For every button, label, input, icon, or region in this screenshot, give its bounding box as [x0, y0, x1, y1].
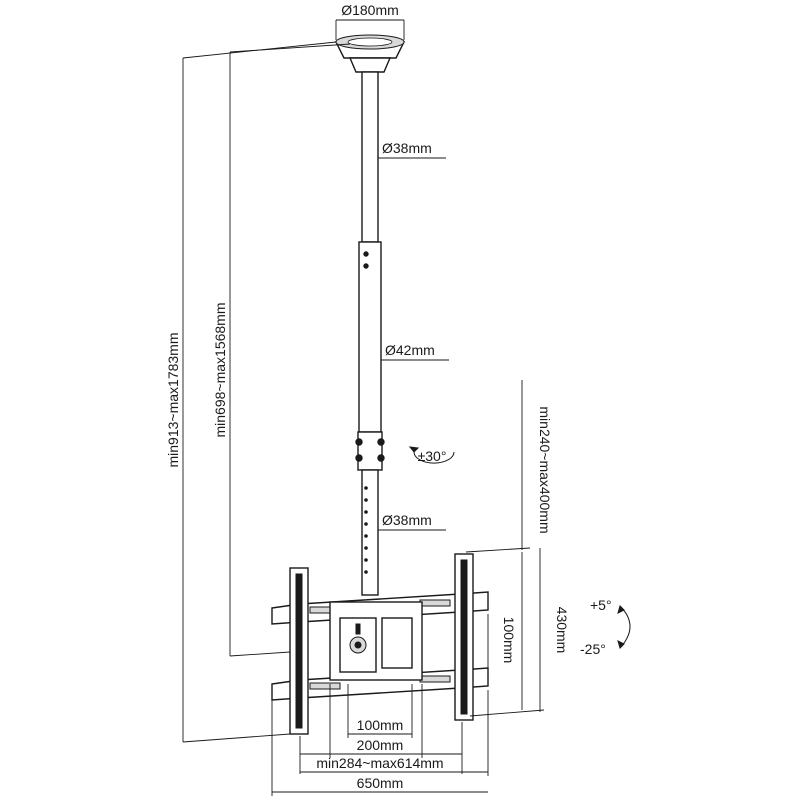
arm-width-range-label: min284~max614mm	[316, 755, 443, 771]
bracket-total-height-bottom-ext	[469, 709, 545, 717]
pole-height-bottom-ext	[229, 651, 291, 657]
vertical-hole-spacing-label: 100mm	[501, 617, 517, 664]
tilt-arrow-icon	[619, 605, 631, 649]
bracket-total-height-label: 430mm	[554, 607, 570, 654]
swivel-joint	[355, 431, 385, 471]
middle-pole-diameter-label: Ø42mm	[385, 342, 435, 358]
ceiling-plate-diameter-label: Ø180mm	[341, 2, 399, 18]
overall-height-label: min913~max1783mm	[165, 332, 181, 467]
plate-horizontal-spacing-label: 100mm	[357, 717, 404, 733]
ceiling-plate	[334, 34, 406, 73]
tilt-arrowhead-down-icon	[617, 640, 625, 649]
upper-pole	[361, 71, 379, 243]
lower-pole-holes	[364, 486, 368, 574]
tilt-arrowhead-up-icon	[617, 605, 625, 614]
plate-width-label: 200mm	[357, 737, 404, 753]
pole-height-top-ext	[229, 43, 351, 53]
overall-height-bottom-ext	[182, 733, 291, 743]
swivel-arrowhead-icon	[408, 446, 420, 453]
tilt-up-label: +5°	[590, 597, 612, 613]
tilt-down-label: -25°	[580, 641, 606, 657]
bracket-range-bottom-ext	[465, 547, 531, 553]
pole-hole-1	[363, 251, 369, 257]
swivel-angle-label: ±30°	[418, 448, 447, 464]
middle-pole	[358, 241, 382, 433]
pole-height-label: min698~max1568mm	[212, 302, 228, 437]
total-width-label: 650mm	[357, 775, 404, 791]
lower-pole-diameter-label: Ø38mm	[382, 512, 432, 528]
tv-bracket	[271, 553, 489, 735]
pole-hole-2	[363, 263, 369, 269]
upper-pole-diameter-label: Ø38mm	[382, 140, 432, 156]
swivel-arrow-icon	[413, 451, 455, 464]
bracket-range-label: min240~max400mm	[537, 406, 553, 533]
